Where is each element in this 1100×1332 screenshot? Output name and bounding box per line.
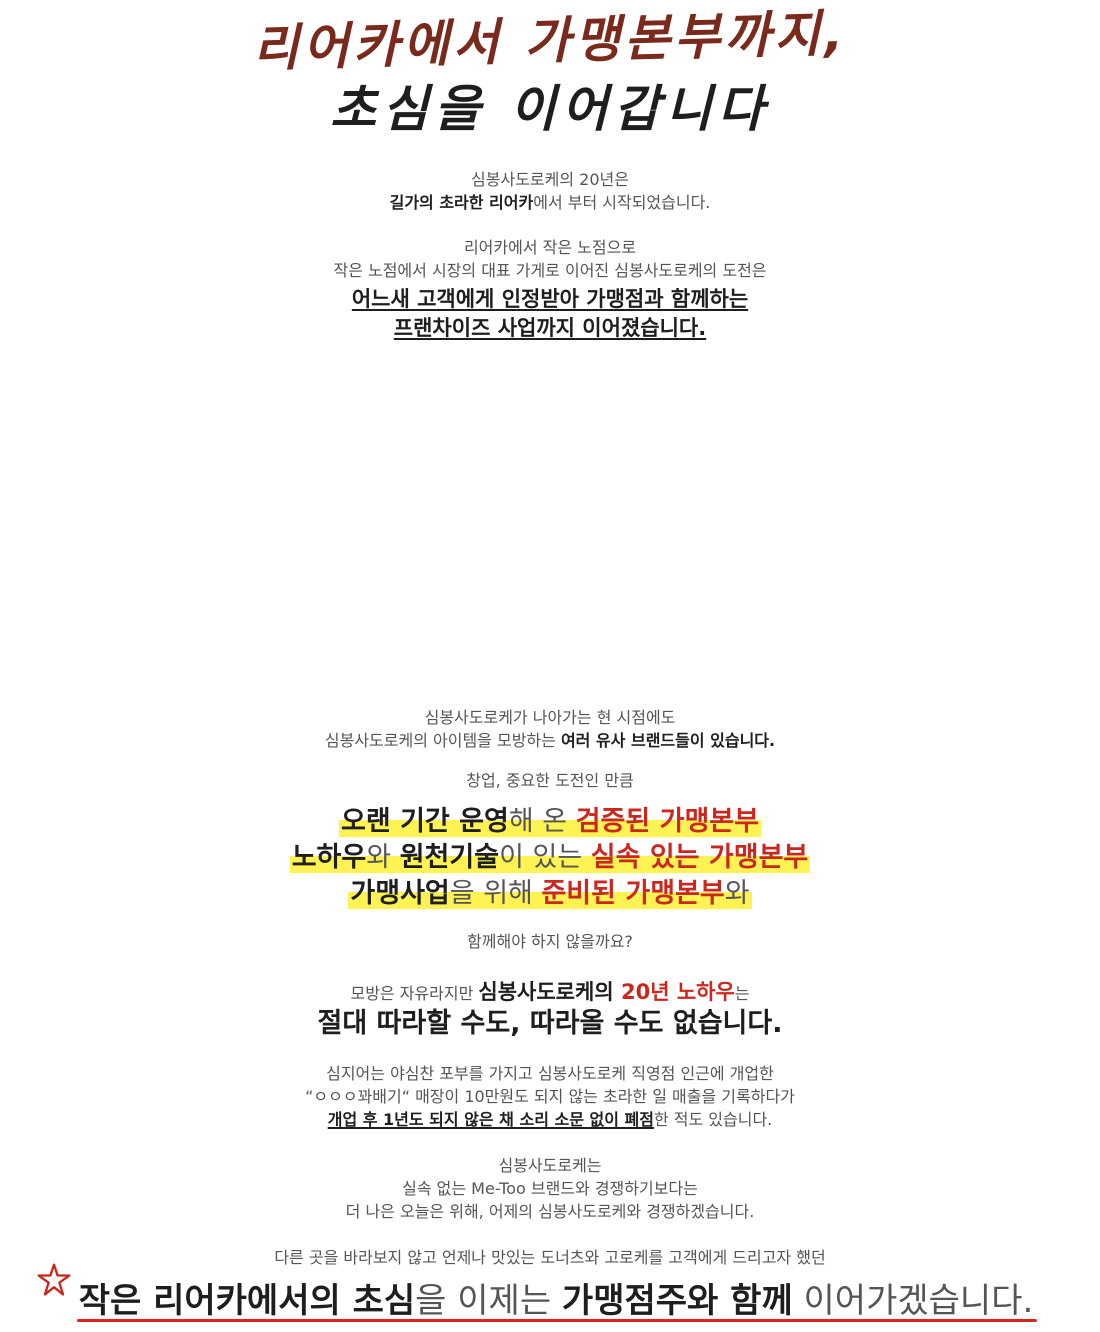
closing-line-4-text: 다른 곳을 바라보지 않고 언제나 맛있는 도너츠와 고로케를 고객에게 드리고…: [274, 1248, 826, 1267]
copy-line-2: 절대 따라할 수도, 따라올 수도 없습니다.: [0, 1006, 1100, 1042]
heading-line-1-text: 리어카에서 가맹본부까지,: [252, 4, 848, 78]
highlight-text: 와: [366, 842, 400, 873]
intro-paragraph-2: 리어카에서 작은 노점으로 작은 노점에서 시장의 대표 가게로 이어진 심봉사…: [0, 236, 1100, 282]
highlight-text: 해 온: [508, 806, 576, 837]
intro-bold: 길가의 초라한 리어카: [389, 193, 534, 212]
highlight-bold: 노하우: [291, 842, 367, 873]
story-line: 심지어는 야심찬 포부를 가지고 심봉사도로케 직영점 인근에 개업한: [326, 1064, 774, 1083]
closing-line: 실속 없는 Me-Too 브랜드와 경쟁하기보다는: [402, 1179, 698, 1198]
intro-paragraph-1: 심봉사도로케의 20년은 길가의 초라한 리어카에서 부터 시작되었습니다.: [0, 168, 1100, 214]
highlight-row-3: 가맹사업을 위해 준비된 가맹본부와: [0, 876, 1100, 912]
highlight-bold: 가맹사업: [350, 878, 450, 909]
copy-bold: 심봉사도로케의: [478, 980, 621, 1004]
copy-line-1: 모방은 자유라지만 심봉사도로케의 20년 노하우는: [0, 978, 1100, 1008]
intro-emphasis: 어느새 고객에게 인정받아 가맹점과 함께하는 프랜차이즈 사업까지 이어졌습니…: [0, 285, 1100, 343]
brands-line: 심봉사도로케의 아이템을 모방하는 여러 유사 브랜드들이 있습니다.: [0, 729, 1100, 752]
highlight-mark: 노하우와 원천기술이 있는 실속 있는 가맹본부: [289, 842, 811, 873]
final-underline: [76, 1319, 1038, 1322]
closing-line: 심봉사도로케는: [498, 1156, 602, 1175]
brands-line: 심봉사도로케가 나아가는 현 시점에도: [424, 708, 676, 727]
highlight-mark: 가맹사업을 위해 준비된 가맹본부와: [348, 878, 752, 909]
copy-line-2-text: 절대 따라할 수도, 따라올 수도 없습니다.: [317, 1008, 783, 1039]
brands-text: 심봉사도로케의 아이템을 모방하는: [324, 731, 561, 750]
intro-line: 길가의 초라한 리어카에서 부터 시작되었습니다.: [0, 191, 1100, 214]
highlight-text: 와: [724, 878, 750, 909]
story-line: 개업 후 1년도 되지 않은 채 소리 소문 없이 폐점한 적도 있습니다.: [0, 1108, 1100, 1131]
highlight-row-2: 노하우와 원천기술이 있는 실속 있는 가맹본부: [0, 840, 1100, 876]
highlight-row-1: 오랜 기간 운영해 온 검증된 가맹본부: [0, 804, 1100, 840]
closing-line-4: 다른 곳을 바라보지 않고 언제나 맛있는 도너츠와 고로케를 고객에게 드리고…: [0, 1246, 1100, 1269]
highlight-red: 실속 있는 가맹본부: [590, 842, 809, 873]
intro-text: 에서 부터 시작되었습니다.: [533, 193, 711, 212]
intro-line: 리어카에서 작은 노점으로: [463, 238, 637, 257]
final-text: 을 이제는: [415, 1281, 562, 1321]
brands-paragraph: 심봉사도로케가 나아가는 현 시점에도 심봉사도로케의 아이템을 모방하는 여러…: [0, 706, 1100, 752]
final-bold: 작은 리어카에서의 초심: [78, 1281, 416, 1321]
final-bold: 가맹점주와 함께: [561, 1281, 793, 1321]
copy-red: 20년 노하우: [620, 980, 735, 1004]
brands-bold: 여러 유사 브랜드들이 있습니다.: [560, 731, 776, 750]
highlight-text: 이 있는: [499, 842, 591, 873]
copy-text: 는: [734, 984, 750, 1003]
brands-line-3-text: 창업, 중요한 도전인 만큼: [466, 771, 634, 790]
final-wrap: 작은 리어카에서의 초심을 이제는 가맹점주와 함께 이어가겠습니다.: [67, 1278, 1038, 1324]
highlight-red: 검증된 가맹본부: [575, 806, 759, 837]
final-text: 이어가겠습니다.: [792, 1281, 1034, 1321]
copy-text: 모방은 자유라지만: [350, 984, 479, 1003]
heading-line-2: 초심을 이어갑니다: [0, 76, 1100, 142]
story-underlined: 개업 후 1년도 되지 않은 채 소리 소문 없이 폐점: [327, 1110, 654, 1129]
story-text: 한 적도 있습니다.: [653, 1110, 773, 1129]
star-icon: [37, 1263, 71, 1296]
final-line: 작은 리어카에서의 초심을 이제는 가맹점주와 함께 이어가겠습니다.: [0, 1278, 1100, 1324]
story-paragraph: 심지어는 야심찬 포부를 가지고 심봉사도로케 직영점 인근에 개업한 “ㅇㅇㅇ…: [0, 1062, 1100, 1131]
highlight-after-text: 함께해야 하지 않을까요?: [467, 932, 633, 951]
intro-line: 작은 노점에서 시장의 대표 가게로 이어진 심봉사도로케의 도전은: [333, 261, 767, 280]
intro-emphasis-line-2: 프랜차이즈 사업까지 이어졌습니다.: [393, 316, 707, 340]
closing-paragraph: 심봉사도로케는 실속 없는 Me-Too 브랜드와 경쟁하기보다는 더 나은 오…: [0, 1154, 1100, 1223]
intro-emphasis-line-1: 어느새 고객에게 인정받아 가맹점과 함께하는: [351, 287, 749, 311]
heading-line-2-text: 초심을 이어갑니다: [330, 80, 770, 138]
brands-line-3: 창업, 중요한 도전인 만큼: [0, 769, 1100, 792]
story-line: “ㅇㅇㅇ꽈배기“ 매장이 10만원도 되지 않는 초라한 일 매출을 기록하다가: [305, 1087, 795, 1106]
highlight-bold: 오랜 기간 운영: [341, 806, 509, 837]
highlight-mark: 오랜 기간 운영해 온 검증된 가맹본부: [339, 806, 761, 837]
highlight-after: 함께해야 하지 않을까요?: [0, 930, 1100, 953]
highlight-bold: 원천기술: [399, 842, 500, 873]
highlight-red: 준비된 가맹본부: [541, 878, 725, 909]
highlight-text: 을 위해: [449, 878, 542, 909]
intro-line: 심봉사도로케의 20년은: [471, 170, 629, 189]
closing-line: 더 나은 오늘은 위해, 어제의 심봉사도로케와 경쟁하겠습니다.: [345, 1202, 755, 1221]
